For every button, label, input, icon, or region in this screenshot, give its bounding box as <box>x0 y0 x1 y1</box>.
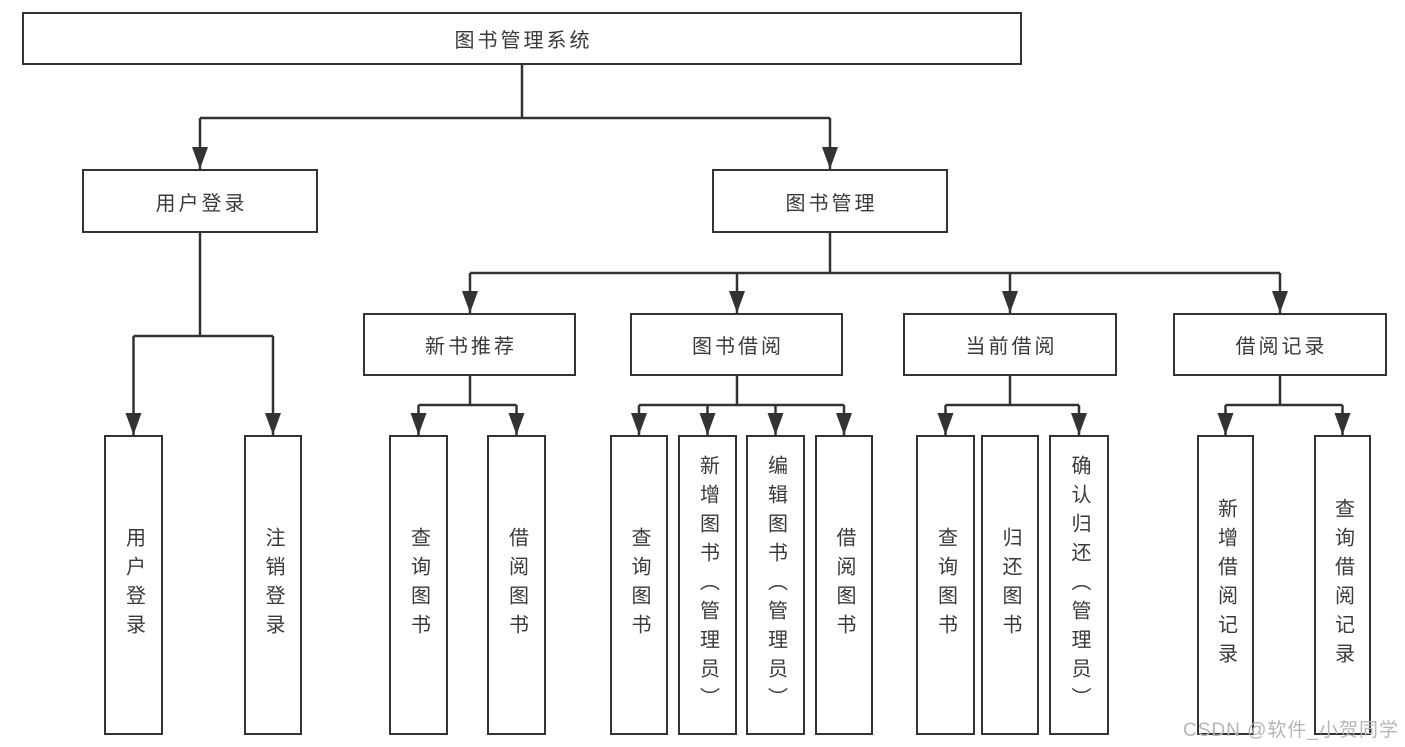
arrowhead-icons <box>125 147 1351 435</box>
node-edit-books-admin: 编辑图书（管理员） <box>746 435 805 735</box>
node-return-books: 归还图书 <box>981 435 1039 735</box>
node-query-books-recommend: 查询图书 <box>389 435 448 735</box>
arrow-down-icon <box>410 413 427 435</box>
node-current-borrowing: 当前借阅 <box>903 313 1117 376</box>
node-borrow-books-recommend: 借阅图书 <box>487 435 546 735</box>
arrow-down-icon <box>192 147 208 169</box>
connector-shafts <box>132 65 1344 435</box>
node-add-borrow-record: 新增借阅记录 <box>1197 435 1254 735</box>
node-borrowing-records: 借阅记录 <box>1173 313 1387 376</box>
node-book-management-branch: 图书管理 <box>712 169 948 233</box>
node-query-borrow-record: 查询借阅记录 <box>1314 435 1371 735</box>
node-logout-leaf: 注销登录 <box>244 435 302 735</box>
arrow-down-icon <box>937 413 954 435</box>
arrow-down-icon <box>1272 291 1288 313</box>
node-user-login-branch: 用户登录 <box>82 169 318 233</box>
arrow-down-icon <box>1002 291 1018 313</box>
node-query-books-current: 查询图书 <box>916 435 975 735</box>
arrow-down-icon <box>462 291 478 313</box>
node-borrow-books-leaf: 借阅图书 <box>815 435 873 735</box>
node-confirm-return-admin: 确认归还（管理员） <box>1049 435 1109 735</box>
node-library-system: 图书管理系统 <box>22 12 1022 65</box>
arrow-down-icon <box>836 413 852 435</box>
node-query-books-borrow: 查询图书 <box>610 435 668 735</box>
arrow-down-icon <box>1217 413 1234 435</box>
node-add-books-admin: 新增图书（管理员） <box>678 435 737 735</box>
arrow-down-icon <box>729 291 745 313</box>
arrow-down-icon <box>767 413 784 435</box>
arrow-down-icon <box>631 413 647 435</box>
node-new-book-recommend: 新书推荐 <box>363 313 576 376</box>
arrow-down-icon <box>1334 413 1351 435</box>
arrow-down-icon <box>1071 413 1087 435</box>
node-book-borrowing: 图书借阅 <box>630 313 843 376</box>
arrow-down-icon <box>508 413 525 435</box>
watermark: CSDN @软件_小贺同学 <box>1183 720 1399 741</box>
arrow-down-icon <box>822 147 838 169</box>
arrow-down-icon <box>699 413 716 435</box>
arrow-down-icon <box>125 413 142 435</box>
node-user-login-leaf: 用户登录 <box>104 435 163 735</box>
arrow-down-icon <box>265 413 281 435</box>
